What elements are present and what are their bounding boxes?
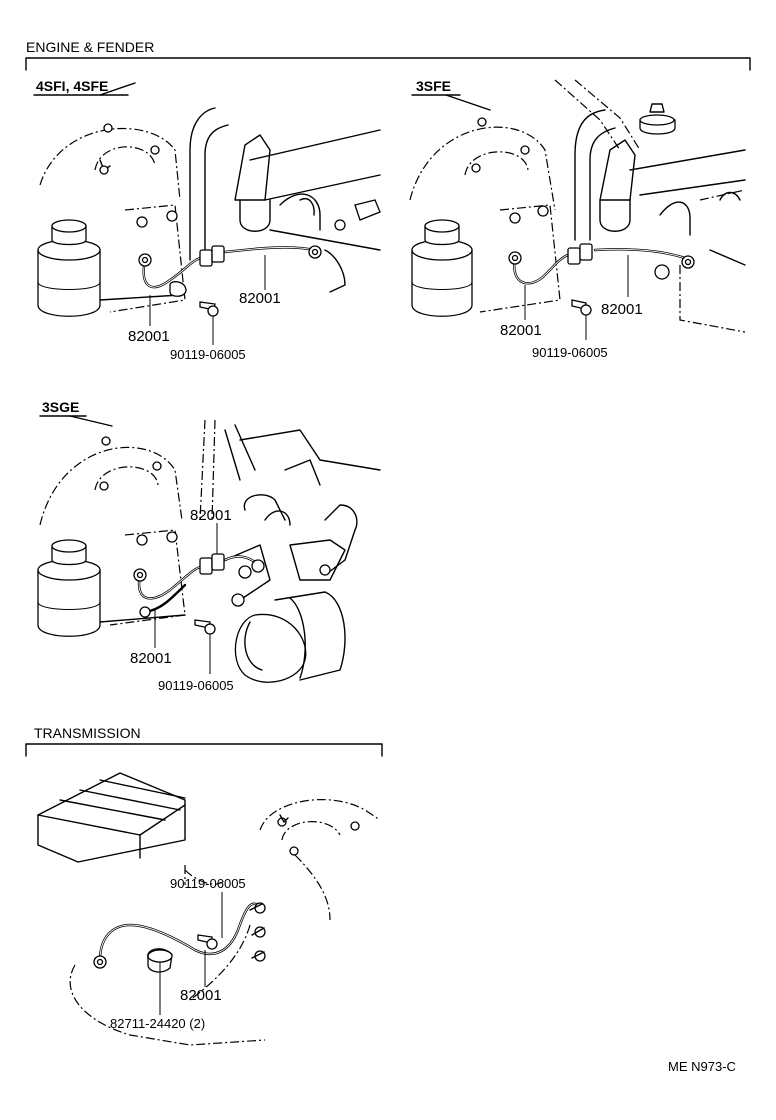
label-82001-3sge-b: 82001 — [130, 650, 172, 667]
view-transmission: 90119-06005 82001 82711-24420 (2) — [37, 772, 381, 1046]
label-82001-3sfe-b: 82001 — [601, 301, 643, 318]
view-title-4sfi: 4SFI, 4SFE — [36, 78, 108, 94]
view-4sfi-4sfe: 4SFI, 4SFE — [33, 78, 381, 362]
label-bolt-3sfe: 90119-06005 — [532, 345, 608, 360]
section-title-transmission: TRANSMISSION — [34, 725, 141, 741]
view-title-3sfe: 3SFE — [416, 78, 451, 94]
diagram-code: ME N973-C — [668, 1059, 736, 1074]
view-title-3sge: 3SGE — [42, 399, 79, 415]
engine-fender-header: ENGINE & FENDER — [25, 39, 751, 71]
view-3sge: 3SGE — [37, 399, 381, 693]
label-82001-4sfi-a: 82001 — [128, 328, 170, 345]
section-title-engine-fender: ENGINE & FENDER — [26, 39, 154, 55]
label-82001-trans: 82001 — [180, 987, 222, 1004]
label-82001-3sfe-a: 82001 — [500, 322, 542, 339]
label-bolt-3sge: 90119-06005 — [158, 678, 234, 693]
label-bolt-4sfi: 90119-06005 — [170, 347, 246, 362]
view-3sfe: 3SFE — [409, 78, 746, 360]
label-82001-4sfi-b: 82001 — [239, 290, 281, 307]
transmission-header: TRANSMISSION — [25, 725, 383, 757]
label-82001-3sge-a: 82001 — [190, 507, 232, 524]
label-bolt-trans: 90119-06005 — [170, 876, 246, 891]
label-clamp-trans: 82711-24420 (2) — [110, 1016, 205, 1031]
